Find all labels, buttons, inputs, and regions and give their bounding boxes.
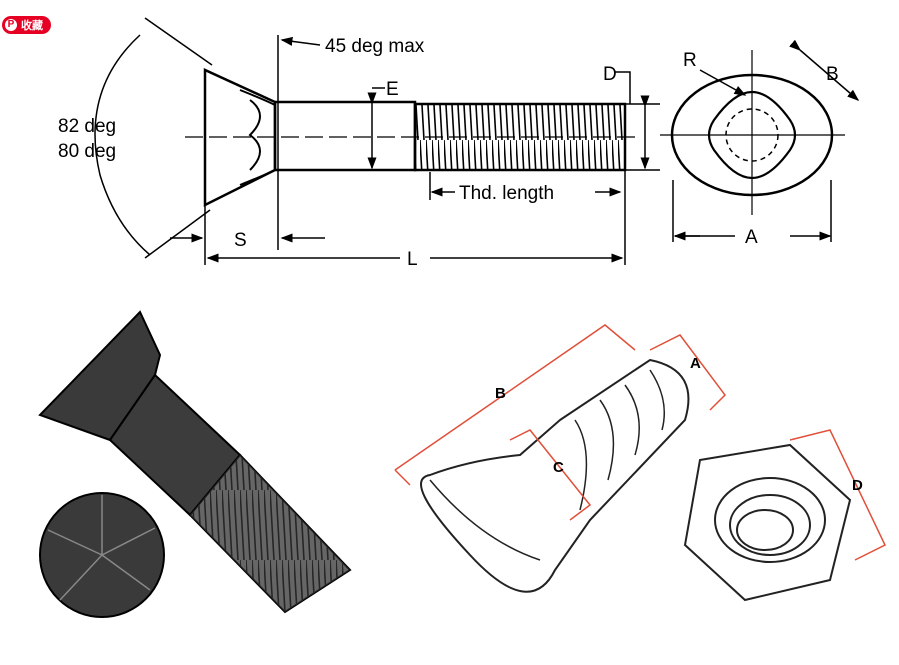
iso-label-d: D [852, 477, 863, 494]
label-d: D [603, 64, 617, 85]
iso-label-c: C [553, 459, 564, 476]
save-button[interactable]: P 收藏 [2, 16, 51, 34]
side-view-labels: 45 deg max 82 deg 80 deg E D S L Thd. le… [58, 36, 839, 270]
end-view [660, 39, 860, 242]
isometric-bolt [420, 358, 690, 593]
isometric-nut [683, 443, 852, 602]
iso-label-a: A [690, 355, 701, 372]
label-a: A [745, 227, 758, 248]
pinterest-icon: P [5, 19, 17, 31]
label-l: L [407, 249, 418, 270]
label-s: S [234, 230, 247, 251]
iso-label-b: B [495, 385, 506, 402]
label-r: R [683, 50, 697, 71]
iso-dimensions [394, 324, 886, 561]
side-view [94, 17, 660, 265]
angle-82-label: 82 deg [58, 116, 116, 137]
angle-80-label: 80 deg [58, 141, 116, 162]
save-label: 收藏 [21, 20, 43, 32]
black-plow-bolt [38, 310, 352, 618]
angle-max-label: 45 deg max [325, 36, 425, 57]
label-e: E [386, 79, 399, 100]
thread-length-label: Thd. length [459, 183, 554, 204]
